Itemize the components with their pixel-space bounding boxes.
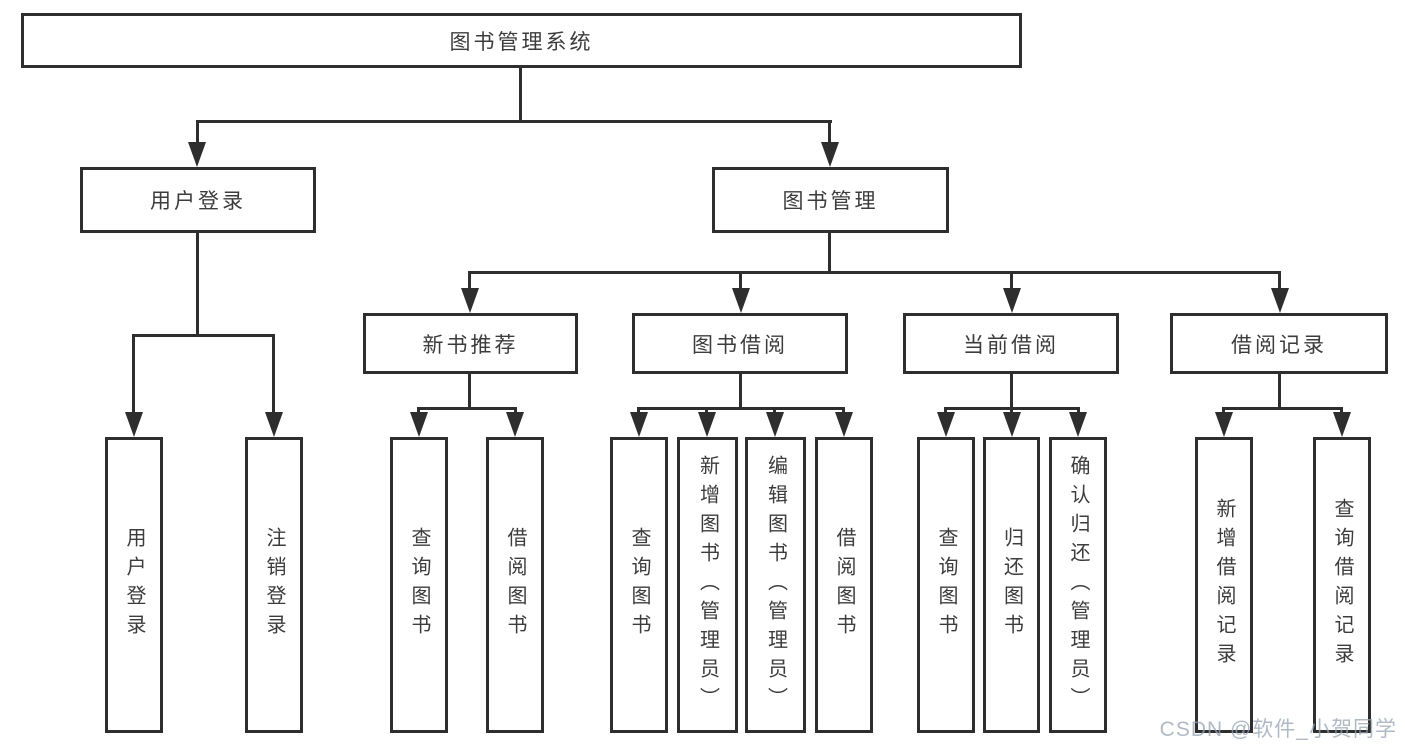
connector-book-management-stem xyxy=(828,233,831,273)
connector-borrow-records-bar xyxy=(1222,407,1343,410)
arrow-leaf-query-books-recommend xyxy=(410,412,428,437)
leaf-confirm-return-admin-label: 确认归还（管理员） xyxy=(1067,454,1089,716)
arrow-user-login xyxy=(188,142,206,167)
connector-stub-user-login xyxy=(196,120,199,144)
node-root-label: 图书管理系统 xyxy=(449,30,594,54)
arrow-leaf-edit-books-admin xyxy=(766,412,784,437)
connector-stub-book-management xyxy=(828,120,831,144)
leaf-borrow-books-recommend: 借阅图书 xyxy=(486,437,544,733)
connector-stub-leaf-e2 xyxy=(705,407,708,415)
arrow-leaf-add-books-admin xyxy=(698,412,716,437)
leaf-query-books-current: 查询图书 xyxy=(917,437,975,733)
leaf-return-books-label: 归还图书 xyxy=(1000,527,1023,643)
leaf-query-books-recommend: 查询图书 xyxy=(390,437,448,733)
leaf-edit-books-admin: 编辑图书（管理员） xyxy=(745,437,806,733)
leaf-user-login: 用户登录 xyxy=(105,437,163,733)
node-user-login-label: 用户登录 xyxy=(150,190,246,213)
arrow-leaf-logout xyxy=(265,412,283,437)
node-new-book-recommend-label: 新书推荐 xyxy=(422,333,519,357)
node-book-management-label: 图书管理 xyxy=(782,190,879,213)
leaf-logout: 注销登录 xyxy=(245,437,303,733)
leaf-edit-books-admin-label: 编辑图书（管理员） xyxy=(764,454,787,716)
node-current-borrow: 当前借阅 xyxy=(903,313,1119,374)
connector-stub-leaf-user-login xyxy=(132,334,135,414)
node-root: 图书管理系统 xyxy=(21,13,1022,68)
node-book-borrow: 图书借阅 xyxy=(632,313,848,374)
arrow-book-management xyxy=(821,142,839,167)
arrow-leaf-borrow-books-recommend xyxy=(506,412,524,437)
connector-stub-leaf-g2 xyxy=(1340,407,1343,415)
leaf-add-borrow-record-label: 新增借阅记录 xyxy=(1213,498,1235,672)
arrow-leaf-query-books-current xyxy=(937,412,955,437)
node-new-book-recommend: 新书推荐 xyxy=(363,313,578,374)
leaf-confirm-return-admin: 确认归还（管理员） xyxy=(1049,437,1107,733)
connector-stub-current-borrow xyxy=(1010,271,1013,291)
leaf-borrow-books-recommend-label: 借阅图书 xyxy=(504,527,526,643)
leaf-borrow-books-label: 借阅图书 xyxy=(833,527,855,643)
connector-root-stem xyxy=(519,66,522,122)
leaf-query-books-borrow: 查询图书 xyxy=(610,437,668,733)
connector-root-bar xyxy=(196,120,832,123)
arrow-borrow-records xyxy=(1271,288,1289,313)
arrow-leaf-add-borrow-record xyxy=(1215,412,1233,437)
leaf-query-borrow-record-label: 查询借阅记录 xyxy=(1331,498,1353,672)
arrow-leaf-query-books-borrow xyxy=(630,412,648,437)
connector-stub-new-book-recommend xyxy=(468,271,471,291)
connector-stub-leaf-f2 xyxy=(1010,407,1013,415)
arrow-book-borrow xyxy=(732,288,750,313)
arrow-leaf-return-books xyxy=(1003,412,1021,437)
arrow-leaf-query-borrow-record xyxy=(1333,412,1351,437)
connector-user-login-bar xyxy=(132,334,275,337)
leaf-add-borrow-record: 新增借阅记录 xyxy=(1195,437,1253,733)
connector-stub-leaf-e3 xyxy=(773,407,776,415)
connector-stub-leaf-g1 xyxy=(1222,407,1225,415)
node-user-login: 用户登录 xyxy=(80,167,316,233)
node-borrow-records: 借阅记录 xyxy=(1170,313,1388,374)
leaf-query-books-borrow-label: 查询图书 xyxy=(628,527,650,643)
connector-stub-leaf-d2 xyxy=(514,407,517,415)
leaf-user-login-label: 用户登录 xyxy=(123,527,145,643)
connector-stub-leaf-f1 xyxy=(944,407,947,415)
connector-stub-borrow-records xyxy=(1278,271,1281,291)
node-book-borrow-label: 图书借阅 xyxy=(692,333,788,357)
connector-stub-leaf-e1 xyxy=(637,407,640,415)
connector-stub-leaf-d1 xyxy=(417,407,420,415)
watermark: CSDN @软件_小贺同学 xyxy=(1159,718,1397,741)
connector-stub-leaf-logout xyxy=(272,334,275,414)
connector-user-login-stem xyxy=(196,233,199,336)
arrow-current-borrow xyxy=(1003,288,1021,313)
leaf-query-borrow-record: 查询借阅记录 xyxy=(1313,437,1371,733)
connector-book-borrow-stem xyxy=(739,374,742,410)
node-book-management: 图书管理 xyxy=(712,167,949,233)
leaf-return-books: 归还图书 xyxy=(983,437,1040,733)
leaf-logout-label: 注销登录 xyxy=(263,527,285,643)
connector-book-management-bar xyxy=(468,271,1281,274)
connector-borrow-records-stem xyxy=(1278,374,1281,410)
connector-stub-leaf-f3 xyxy=(1077,407,1080,415)
node-borrow-records-label: 借阅记录 xyxy=(1231,333,1327,357)
leaf-borrow-books: 借阅图书 xyxy=(815,437,873,733)
leaf-add-books-admin-label: 新增图书（管理员） xyxy=(696,454,719,716)
connector-new-book-recommend-stem xyxy=(468,374,471,410)
arrow-leaf-user-login xyxy=(125,412,143,437)
arrow-leaf-confirm-return-admin xyxy=(1069,412,1087,437)
leaf-query-books-recommend-label: 查询图书 xyxy=(408,527,430,643)
connector-book-borrow-bar xyxy=(637,407,845,410)
node-current-borrow-label: 当前借阅 xyxy=(963,333,1059,357)
arrow-leaf-borrow-books xyxy=(835,412,853,437)
connector-current-borrow-stem xyxy=(1010,374,1013,410)
leaf-add-books-admin: 新增图书（管理员） xyxy=(677,437,738,733)
connector-stub-leaf-e4 xyxy=(842,407,845,415)
connector-new-book-recommend-bar xyxy=(417,407,517,410)
arrow-new-book-recommend xyxy=(461,288,479,313)
leaf-query-books-current-label: 查询图书 xyxy=(935,527,957,643)
connector-stub-book-borrow xyxy=(739,271,742,291)
